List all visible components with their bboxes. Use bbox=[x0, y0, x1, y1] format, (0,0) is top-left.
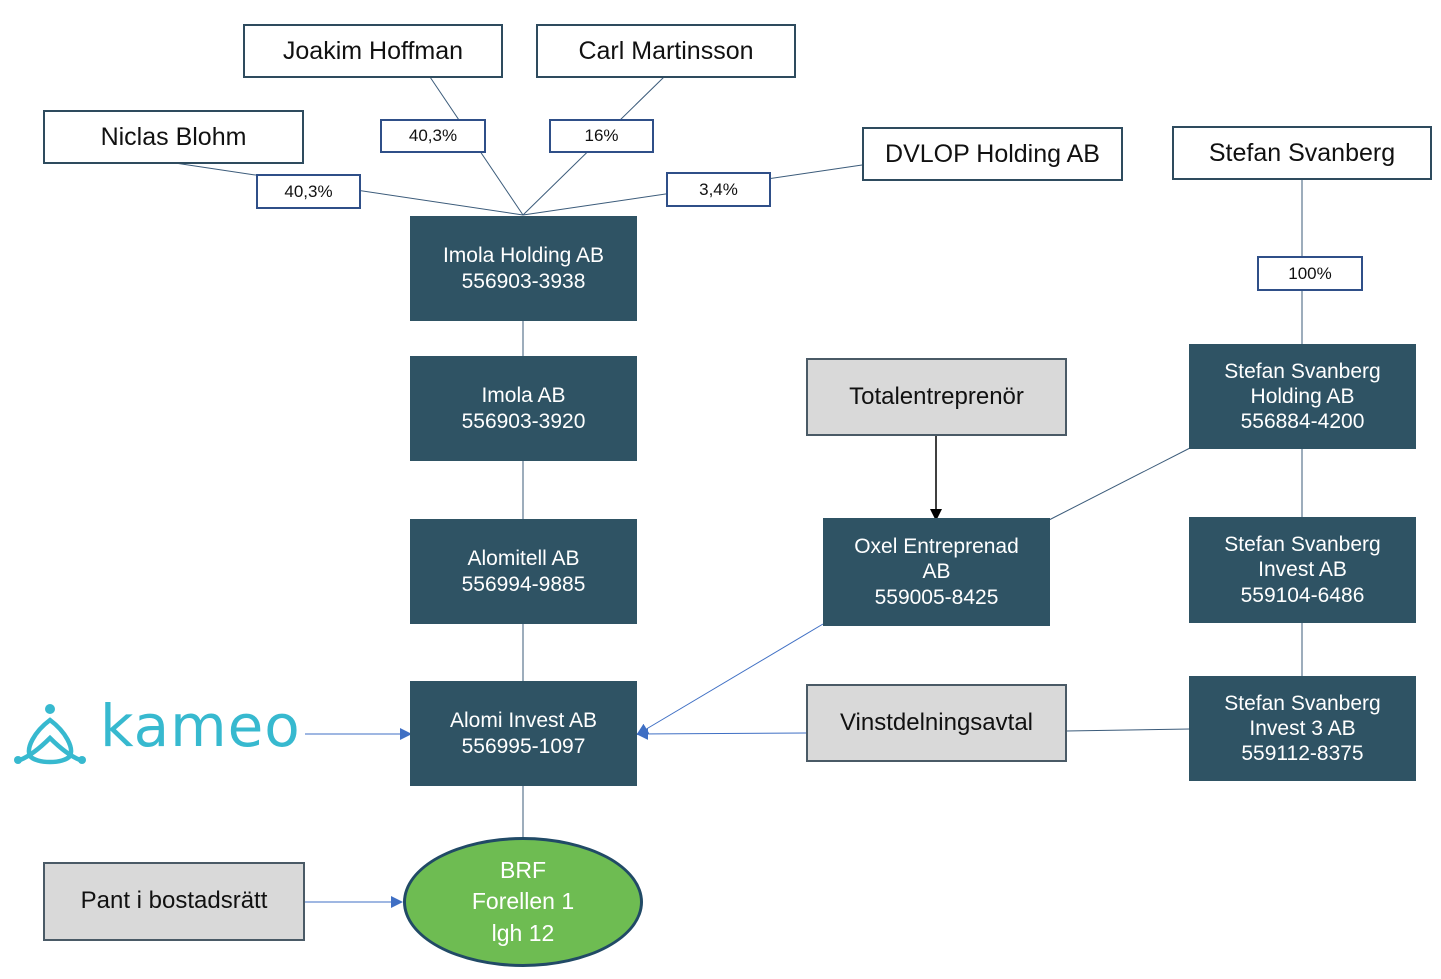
company-name: Stefan Svanberg bbox=[1224, 691, 1381, 715]
company-imola: Imola AB 556903-3920 bbox=[410, 356, 637, 461]
owner-label: Stefan Svanberg bbox=[1208, 139, 1396, 167]
company-name-suffix: Holding AB bbox=[1250, 384, 1355, 408]
company-alomitell: Alomitell AB 556994-9885 bbox=[410, 519, 637, 624]
pct-dvlop: 3,4% bbox=[666, 172, 771, 207]
company-oxel-entreprenad: Oxel Entreprenad AB 559005-8425 bbox=[823, 518, 1050, 626]
owner-label: Joakim Hoffman bbox=[282, 37, 464, 65]
kameo-logo-text: kameo bbox=[100, 692, 301, 760]
owner-label: Carl Martinsson bbox=[578, 37, 754, 65]
brf-apartment: lgh 12 bbox=[491, 919, 555, 946]
kameo-logo-icon bbox=[14, 704, 86, 765]
company-name-suffix: Invest AB bbox=[1258, 558, 1347, 582]
company-alomi-invest: Alomi Invest AB 556995-1097 bbox=[410, 681, 637, 786]
brf-label: BRF bbox=[500, 857, 546, 884]
company-org-number: 556884-4200 bbox=[1240, 410, 1365, 434]
owner-stefan-svanberg: Stefan Svanberg bbox=[1172, 126, 1432, 180]
owner-joakim-hoffman: Joakim Hoffman bbox=[243, 24, 503, 78]
owner-carl-martinsson: Carl Martinsson bbox=[536, 24, 796, 78]
company-imola-holding: Imola Holding AB 556903-3938 bbox=[410, 216, 637, 321]
company-ss-holding: Stefan Svanberg Holding AB 556884-4200 bbox=[1189, 344, 1416, 449]
owner-label: Niclas Blohm bbox=[100, 123, 247, 151]
company-name: Alomitell AB bbox=[467, 547, 580, 571]
pct-stefan: 100% bbox=[1257, 256, 1363, 291]
brf-forellen-ellipse: BRF Forellen 1 lgh 12 bbox=[403, 837, 643, 967]
company-org-number: 556903-3938 bbox=[461, 269, 586, 293]
company-org-number: 556903-3920 bbox=[461, 409, 586, 433]
owner-dvlop-holding: DVLOP Holding AB bbox=[862, 127, 1123, 181]
totalentreprenor-label: Totalentreprenör bbox=[849, 382, 1024, 410]
vinstdelningsavtal-box: Vinstdelningsavtal bbox=[806, 684, 1067, 762]
company-name: Alomi Invest AB bbox=[449, 709, 598, 733]
company-org-number: 559104-6486 bbox=[1240, 583, 1365, 607]
brf-name: Forellen 1 bbox=[471, 888, 575, 915]
owner-niclas-blohm: Niclas Blohm bbox=[43, 110, 304, 164]
company-org-number: 556994-9885 bbox=[461, 572, 586, 596]
arrow-oxel-alomi bbox=[636, 623, 824, 736]
company-org-number: 559112-8375 bbox=[1241, 742, 1364, 766]
pct-niclas: 40,3% bbox=[256, 174, 361, 209]
pct-carl: 16% bbox=[549, 119, 654, 153]
pct-joakim: 40,3% bbox=[380, 119, 486, 153]
company-name: Stefan Svanberg bbox=[1224, 359, 1381, 383]
arrow-vinst-alomi bbox=[636, 727, 807, 740]
company-name: Oxel Entreprenad bbox=[854, 535, 1019, 559]
company-ss-invest: Stefan Svanberg Invest AB 559104-6486 bbox=[1189, 517, 1416, 623]
edge-ssholding-oxel bbox=[1048, 447, 1191, 521]
company-org-number: 559005-8425 bbox=[874, 585, 999, 609]
pant-box: Pant i bostadsrätt bbox=[43, 862, 305, 941]
company-org-number: 556995-1097 bbox=[461, 734, 586, 758]
edge-invest3-vinst bbox=[1065, 728, 1191, 732]
company-ss-invest-3: Stefan Svanberg Invest 3 AB 559112-8375 bbox=[1189, 676, 1416, 781]
company-name: Imola AB bbox=[481, 384, 566, 408]
owner-label: DVLOP Holding AB bbox=[885, 140, 1100, 168]
company-name-suffix: AB bbox=[922, 560, 951, 584]
pant-label: Pant i bostadsrätt bbox=[80, 887, 268, 915]
company-name-suffix: Invest 3 AB bbox=[1249, 716, 1356, 740]
company-name: Imola Holding AB bbox=[442, 244, 605, 268]
totalentreprenor-box: Totalentreprenör bbox=[806, 358, 1067, 436]
vinstdelningsavtal-label: Vinstdelningsavtal bbox=[839, 708, 1034, 736]
company-name: Stefan Svanberg bbox=[1224, 533, 1381, 557]
